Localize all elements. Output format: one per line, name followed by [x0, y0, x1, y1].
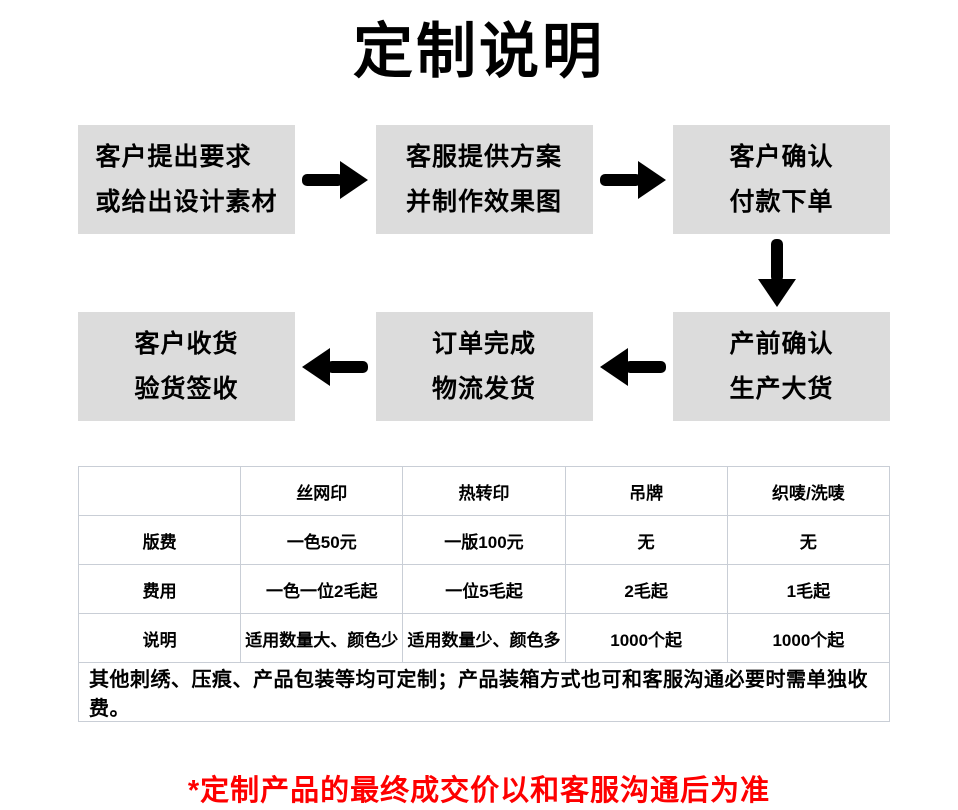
arrow-right-icon — [295, 125, 376, 234]
table-header-cell: 吊牌 — [564, 466, 728, 516]
table-cell: 一色50元 — [240, 515, 404, 565]
row-label-cell: 版费 — [77, 515, 242, 565]
flow-step-line: 物流发货 — [431, 374, 536, 403]
arrow-right-icon — [593, 125, 674, 234]
flow-step-line: 客户提出要求 — [95, 142, 252, 171]
table-row-cost: 费用 一色一位2毛起 一位5毛起 2毛起 1毛起 — [77, 564, 891, 614]
table-cell: 1000个起 — [564, 613, 728, 663]
table-cell: 无 — [726, 515, 891, 565]
flow-step-line: 订单完成 — [431, 329, 536, 358]
flow-row-top: 客户提出要求 或给出设计素材 客服提供方案 并制作效果图 客户确认 — [78, 125, 890, 234]
table-header-cell: 热转印 — [402, 466, 566, 516]
flow-step-line: 客户确认 — [729, 142, 834, 171]
table-row-notes: 说明 适用数量大、颜色少 适用数量少、颜色多 1000个起 1000个起 — [77, 613, 891, 663]
table-cell: 无 — [564, 515, 728, 565]
flow-step-line: 付款下单 — [729, 187, 834, 216]
flow-row-bottom: 客户收货 验货签收 订单完成 物流发货 产前确认 生产大 — [78, 312, 890, 421]
table-footnote-cell: 其他刺绣、压痕、产品包装等均可定制；产品装箱方式也可和客服沟通必要时需单独收费。 — [78, 662, 890, 722]
flow-step-line: 或给出设计素材 — [95, 187, 278, 216]
flow-step-line: 产前确认 — [729, 329, 834, 358]
pricing-table: 丝网印 热转印 吊牌 织唛/洗唛 版费 一色50元 一版100元 无 无 费用 … — [77, 466, 891, 722]
flow-row-connector — [78, 234, 890, 312]
page-title: 定制说明 — [353, 18, 605, 85]
row-label-cell: 说明 — [77, 613, 242, 663]
table-header-cell: 织唛/洗唛 — [726, 466, 891, 516]
flow-step-line: 客户收货 — [134, 329, 239, 358]
flow-step-line: 生产大货 — [729, 374, 834, 403]
table-cell: 2毛起 — [564, 564, 728, 614]
arrow-left-icon — [295, 312, 376, 421]
table-header-cell: 丝网印 — [240, 466, 404, 516]
table-header-row: 丝网印 热转印 吊牌 织唛/洗唛 — [77, 466, 891, 516]
flow-step-customer-request: 客户提出要求 或给出设计素材 — [78, 125, 295, 234]
table-row-plate-fee: 版费 一色50元 一版100元 无 无 — [77, 515, 891, 565]
table-header-cell — [77, 466, 242, 516]
table-cell: 1000个起 — [726, 613, 891, 663]
table-cell: 一位5毛起 — [402, 564, 566, 614]
flow-step-line: 并制作效果图 — [405, 187, 562, 216]
customization-flowchart: 客户提出要求 或给出设计素材 客服提供方案 并制作效果图 客户确认 — [78, 125, 890, 421]
flow-step-customer-confirm-pay: 客户确认 付款下单 — [673, 125, 890, 234]
flow-step-customer-receive: 客户收货 验货签收 — [78, 312, 295, 421]
table-footnote-row: 其他刺绣、压痕、产品包装等均可定制；产品装箱方式也可和客服沟通必要时需单独收费。 — [78, 662, 890, 722]
flow-step-order-complete-ship: 订单完成 物流发货 — [375, 312, 593, 421]
final-price-disclaimer: *定制产品的最终成交价以和客服沟通后为准 — [187, 775, 771, 807]
flow-step-line: 验货签收 — [134, 374, 239, 403]
arrow-down-icon — [758, 239, 796, 307]
arrow-left-icon — [593, 312, 674, 421]
table-cell: 适用数量少、颜色多 — [402, 613, 566, 663]
flow-step-line: 客服提供方案 — [405, 142, 562, 171]
table-cell: 一版100元 — [402, 515, 566, 565]
table-cell: 适用数量大、颜色少 — [240, 613, 404, 663]
flow-step-service-proposal: 客服提供方案 并制作效果图 — [375, 125, 593, 234]
flow-step-preproduction-confirm: 产前确认 生产大货 — [673, 312, 890, 421]
table-cell: 1毛起 — [726, 564, 891, 614]
table-cell: 一色一位2毛起 — [240, 564, 404, 614]
row-label-cell: 费用 — [77, 564, 242, 614]
